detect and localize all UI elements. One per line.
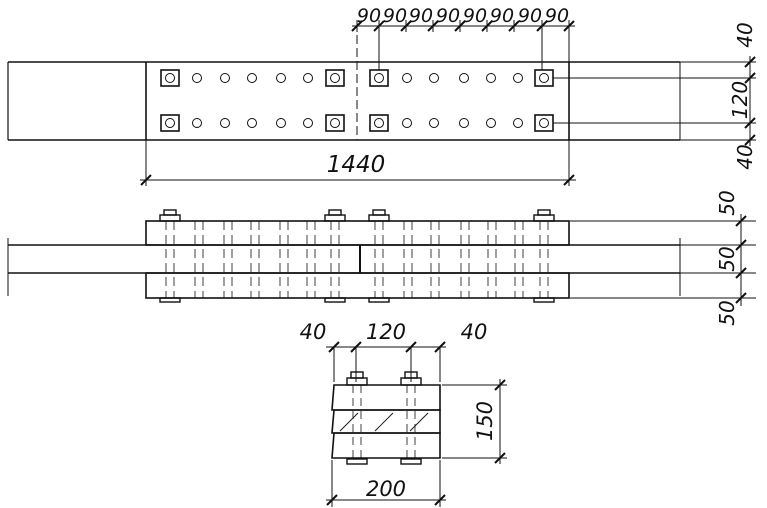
bolt-washer [346,377,368,386]
dimension-tick [427,20,439,32]
bolt-nut [372,209,386,216]
elevation-bottom-label: 50 [715,300,739,325]
bolt-hole [429,73,439,83]
spacing-label-3: 90 [409,5,433,27]
bolt-nut [537,209,551,216]
dimension-tick [454,20,466,32]
plan-right-bottom-label: 40 [733,144,757,169]
bolt-washer [534,114,554,132]
bolt-washer [533,214,555,222]
plan-right-dimensions: 40 120 40 [553,22,757,170]
bolt-hole [165,73,175,83]
bolt-washer [159,214,181,222]
plan-length-dimension: 1440 [140,140,576,186]
bolt-hole [220,73,230,83]
dimension-tick [373,20,385,32]
bolt-hole [486,73,496,83]
bolt-hole [539,118,549,128]
bolt-washer [369,114,389,132]
section-mid-label: 120 [366,320,406,344]
spacing-label-4: 90 [436,5,460,27]
bolt-head [324,297,346,303]
bolt-washer [325,114,345,132]
spacing-label-8: 90 [545,5,569,27]
plan-length-label: 1440 [327,152,386,178]
bolt-washer [324,214,346,222]
elevation-view [7,209,756,303]
bolt-washer [368,214,390,222]
plan-right-mid-label: 120 [728,81,752,119]
section-left-label: 40 [300,320,327,344]
bolt-hole [276,118,286,128]
plan-spacing-dimensions: 90 90 90 90 90 90 90 90 [351,5,575,70]
bolt-hole [402,118,412,128]
elevation-dimensions: 50 50 50 [680,190,756,326]
bolt-hole [165,118,175,128]
elevation-bolt-group [159,209,555,303]
bolt-hole [220,118,230,128]
bolt-hole [276,73,286,83]
elevation-mid-label: 50 [715,246,739,271]
cross-section [331,371,441,465]
bolt-hole [247,118,257,128]
bolt-head [159,297,181,303]
plan-view [7,22,681,141]
bolt-hole [513,73,523,83]
dimension-tick [508,20,520,32]
bolt-head [400,458,422,465]
section-right-label: 40 [461,320,488,344]
dimension-tick [400,20,412,32]
bolt-hole [429,118,439,128]
bolt-washer [325,69,345,87]
bolt-hole [486,118,496,128]
dimension-tick [351,20,363,32]
bolt-hole [459,73,469,83]
bolt-head [346,458,368,465]
bolt-hole [303,73,313,83]
dimension-tick [536,20,548,32]
bolt-hole [459,118,469,128]
spacing-label-5: 90 [463,5,487,27]
spacing-label-2: 90 [383,5,407,27]
section-height-label: 150 [473,401,497,441]
bolt-hole [247,73,257,83]
bolt-hole [539,73,549,83]
section-width-label: 200 [366,477,406,501]
bolt-head [368,297,390,303]
section-hatch [339,412,429,432]
bolt-hole [374,73,384,83]
bolt-hole [374,118,384,128]
bolt-nut [163,209,177,216]
bolt-washer [160,114,180,132]
bolt-hole [513,118,523,128]
dimension-tick [563,20,575,32]
section-dimensions: 40 120 40 150 200 [300,320,507,507]
bolt-hole [303,118,313,128]
bolt-nut [328,209,342,216]
plan-bolt-group [160,69,554,132]
bolt-washer [369,69,389,87]
bolt-washer [160,69,180,87]
bolt-hole [330,118,340,128]
bolt-hole [330,73,340,83]
dimension-tick [481,20,493,32]
spacing-label-1: 90 [357,5,381,27]
bolt-hole [192,118,202,128]
spacing-label-7: 90 [518,5,542,27]
spacing-label-6: 90 [490,5,514,27]
bolt-head [533,297,555,303]
bolt-hole [402,73,412,83]
bolt-washer [534,69,554,87]
elevation-top-label: 50 [715,190,739,215]
bolt-nut [350,371,364,379]
bolt-hole [192,73,202,83]
plan-right-top-label: 40 [733,22,757,47]
